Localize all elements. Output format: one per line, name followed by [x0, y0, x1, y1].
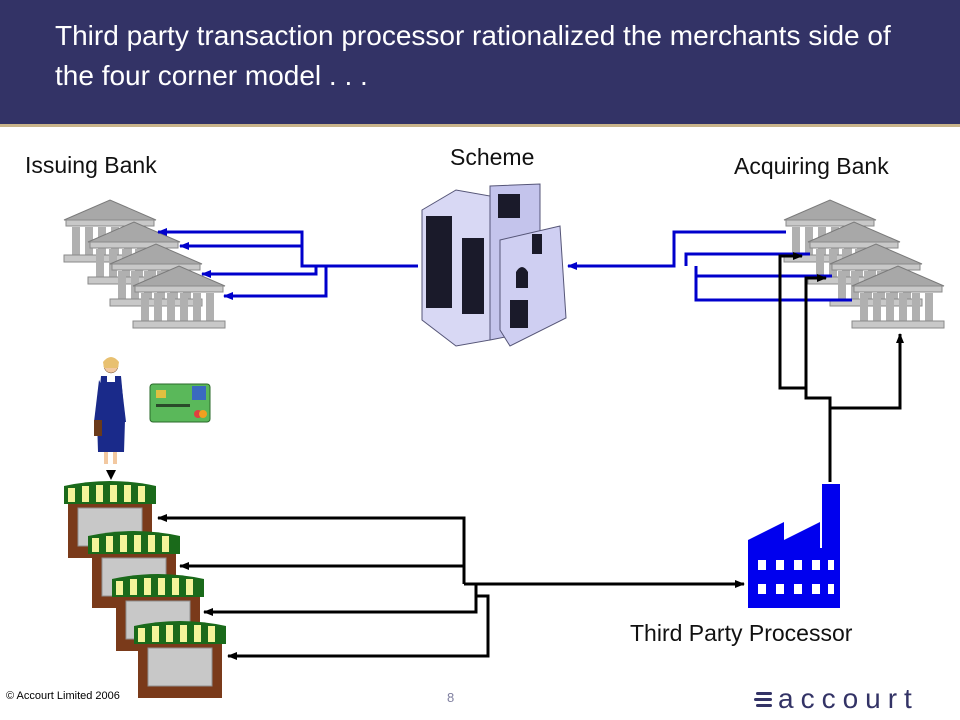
merchant-shop-icons	[63, 480, 227, 699]
merchant-processor-links	[157, 514, 745, 660]
acquiring-scheme-links	[567, 230, 852, 302]
shop-icon	[133, 620, 227, 699]
page-number: 8	[447, 690, 455, 705]
logo-wordmark: accourt	[778, 683, 919, 714]
title-bar: Third party transaction processor ration…	[0, 0, 960, 127]
scheme-issuing-links	[157, 228, 418, 300]
third-party-processor-label: Third Party Processor	[630, 620, 853, 646]
slide-title: Third party transaction processor ration…	[55, 20, 891, 91]
factory-icon	[748, 484, 840, 608]
processor-acquiring-links	[778, 252, 904, 482]
factory-windows	[758, 560, 834, 594]
scheme-label: Scheme	[450, 144, 535, 170]
issuing-bank-label: Issuing Bank	[25, 152, 157, 178]
accourt-logo: accourt	[754, 683, 919, 714]
copyright-text: © Accourt Limited 2006	[6, 690, 120, 702]
issuing-bank-icons	[63, 199, 226, 329]
office-building-icon	[421, 183, 567, 347]
acquiring-bank-icons	[783, 199, 945, 329]
businesswoman-icon	[94, 357, 126, 480]
credit-card-icon	[149, 383, 211, 423]
acquiring-bank-label: Acquiring Bank	[734, 153, 889, 179]
